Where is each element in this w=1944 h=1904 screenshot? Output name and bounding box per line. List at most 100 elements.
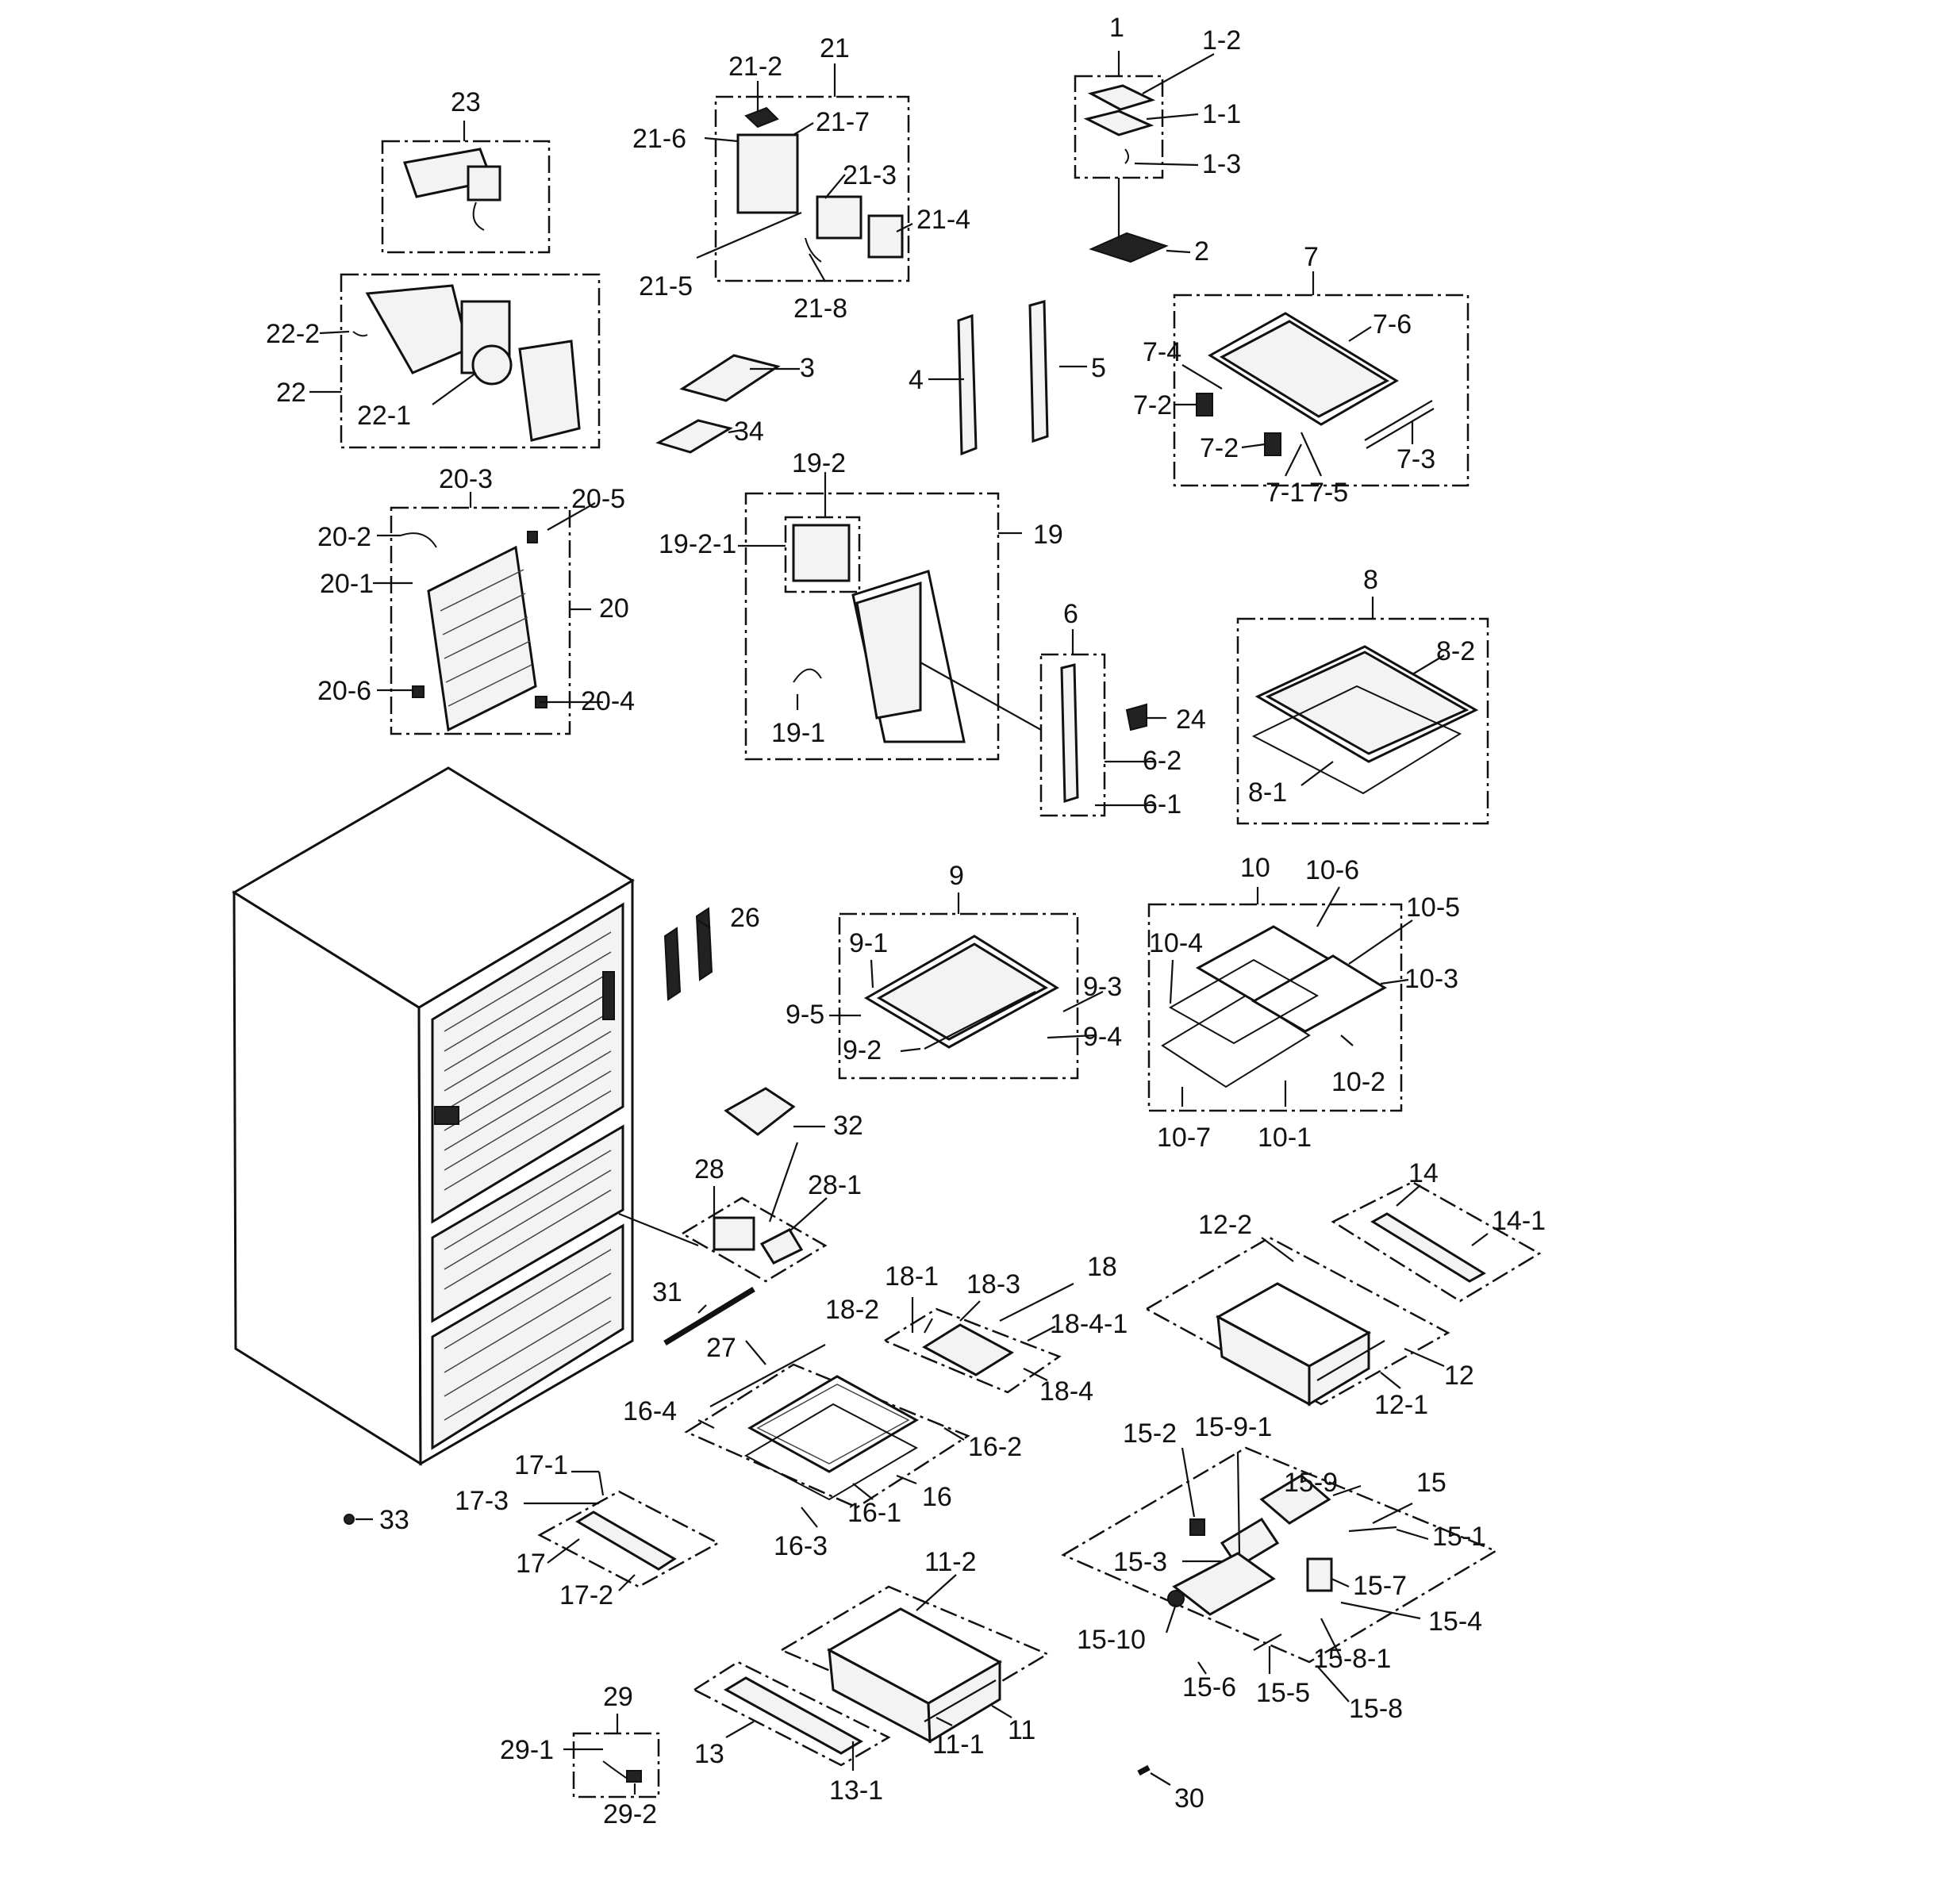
- part-15-board: [1167, 1474, 1397, 1651]
- label-11-1: 11-1: [932, 1729, 985, 1760]
- part-26-gasket-a: [663, 927, 682, 1001]
- label-20-1: 20-1: [320, 569, 374, 599]
- label-1-3: 1-3: [1202, 149, 1241, 179]
- part-10-shelf: [1161, 925, 1387, 1088]
- label-21-2: 21-2: [728, 52, 782, 82]
- leader-lines: [309, 51, 1489, 1795]
- part-21-dispenser: [736, 106, 904, 263]
- label-9: 9: [949, 861, 964, 891]
- label-6-2: 6-2: [1143, 746, 1181, 776]
- label-1-2: 1-2: [1202, 25, 1241, 56]
- group-box-23: [381, 140, 551, 254]
- label-11: 11: [1008, 1715, 1035, 1745]
- part-2-filter: [1089, 232, 1169, 263]
- label-21-6: 21-6: [632, 124, 686, 154]
- group-box-8: [1236, 617, 1489, 825]
- label-9-4: 9-4: [1083, 1022, 1122, 1052]
- group-box-9: [838, 912, 1079, 1080]
- part-16-drawer: [709, 1344, 920, 1501]
- group-box-16: [684, 1363, 970, 1509]
- label-33: 33: [379, 1505, 409, 1535]
- label-16-4: 16-4: [623, 1396, 677, 1426]
- label-9-3: 9-3: [1083, 972, 1122, 1002]
- part-20-evaporator: [400, 531, 547, 732]
- label-15-4: 15-4: [1428, 1606, 1482, 1637]
- group-box-19-2: [784, 516, 861, 593]
- label-21-4: 21-4: [916, 205, 970, 235]
- label-15-8-1: 15-8-1: [1313, 1644, 1391, 1674]
- part-22-ice-bucket: [352, 284, 581, 442]
- label-11-2: 11-2: [924, 1547, 977, 1577]
- part-32-cover: [724, 1087, 796, 1136]
- label-10-7: 10-7: [1157, 1123, 1211, 1153]
- label-2: 2: [1194, 236, 1209, 267]
- label-4: 4: [909, 365, 924, 395]
- label-13: 13: [694, 1739, 724, 1769]
- label-19-1: 19-1: [771, 718, 825, 748]
- label-7-1: 7-1: [1266, 478, 1304, 508]
- part-18-cover: [922, 1323, 1014, 1376]
- label-19-2-1: 19-2-1: [659, 529, 736, 559]
- part-29-2-plug: [626, 1770, 642, 1783]
- group-box-19: [744, 492, 1000, 761]
- part-14-rail: [1370, 1212, 1486, 1283]
- label-17-3: 17-3: [455, 1486, 509, 1516]
- label-18-3: 18-3: [966, 1269, 1020, 1299]
- label-18-2: 18-2: [825, 1295, 879, 1325]
- label-26: 26: [730, 903, 760, 933]
- part-30-screw: [1137, 1764, 1151, 1776]
- label-3: 3: [800, 353, 815, 383]
- part-34-bracket: [655, 419, 733, 454]
- label-20-3: 20-3: [439, 464, 493, 494]
- part-9-shelf: [864, 935, 1059, 1050]
- part-labels: 1 1-2 1-1 1-3 2 3 4 5 6 6-1 6-2 7 7-1 7-…: [266, 13, 1546, 1829]
- label-19: 19: [1033, 520, 1063, 550]
- label-7-4: 7-4: [1143, 337, 1181, 367]
- label-10-1: 10-1: [1258, 1123, 1312, 1153]
- label-16-3: 16-3: [774, 1531, 828, 1561]
- label-29-2: 29-2: [603, 1799, 657, 1829]
- label-10: 10: [1240, 853, 1270, 883]
- part-11-drawer: [826, 1607, 1003, 1744]
- label-18-4: 18-4: [1039, 1376, 1093, 1407]
- label-22-2: 22-2: [266, 319, 320, 349]
- label-28: 28: [694, 1154, 724, 1184]
- label-24: 24: [1176, 704, 1206, 735]
- label-21-7: 21-7: [816, 107, 870, 137]
- label-29-1: 29-1: [500, 1735, 554, 1765]
- part-33-screw: [344, 1514, 355, 1525]
- part-26-gasket-b: [695, 907, 713, 981]
- part-5-rail: [1028, 300, 1049, 443]
- label-7-6: 7-6: [1373, 309, 1412, 340]
- label-7-5: 7-5: [1309, 478, 1348, 508]
- label-13-1: 13-1: [829, 1775, 883, 1806]
- part-7-shelf: [1196, 312, 1435, 456]
- label-12: 12: [1444, 1361, 1474, 1391]
- label-23: 23: [451, 87, 481, 117]
- label-15: 15: [1416, 1468, 1446, 1498]
- label-9-1: 9-1: [849, 928, 888, 958]
- part-12-drawer: [1215, 1282, 1385, 1407]
- label-32: 32: [833, 1111, 863, 1141]
- label-19-2: 19-2: [792, 448, 846, 478]
- label-1: 1: [1109, 13, 1124, 43]
- part-13-cover: [723, 1676, 864, 1755]
- label-15-8: 15-8: [1349, 1694, 1403, 1724]
- group-box-17: [537, 1490, 720, 1588]
- label-8-1: 8-1: [1248, 777, 1287, 808]
- group-box-28: [680, 1196, 828, 1283]
- label-7: 7: [1304, 242, 1319, 272]
- label-14-1: 14-1: [1492, 1206, 1546, 1236]
- group-box-15: [1061, 1446, 1498, 1664]
- label-20: 20: [599, 593, 629, 624]
- label-10-3: 10-3: [1404, 964, 1458, 994]
- label-28-1: 28-1: [808, 1170, 862, 1200]
- part-1-2-cover: [1087, 84, 1156, 111]
- part-28-damper: [713, 1216, 804, 1265]
- label-22-1: 22-1: [357, 401, 411, 431]
- label-15-9: 15-9: [1284, 1468, 1338, 1498]
- part-1-3-wire: [1124, 148, 1129, 164]
- group-box-21: [714, 95, 910, 282]
- label-15-5: 15-5: [1256, 1678, 1310, 1708]
